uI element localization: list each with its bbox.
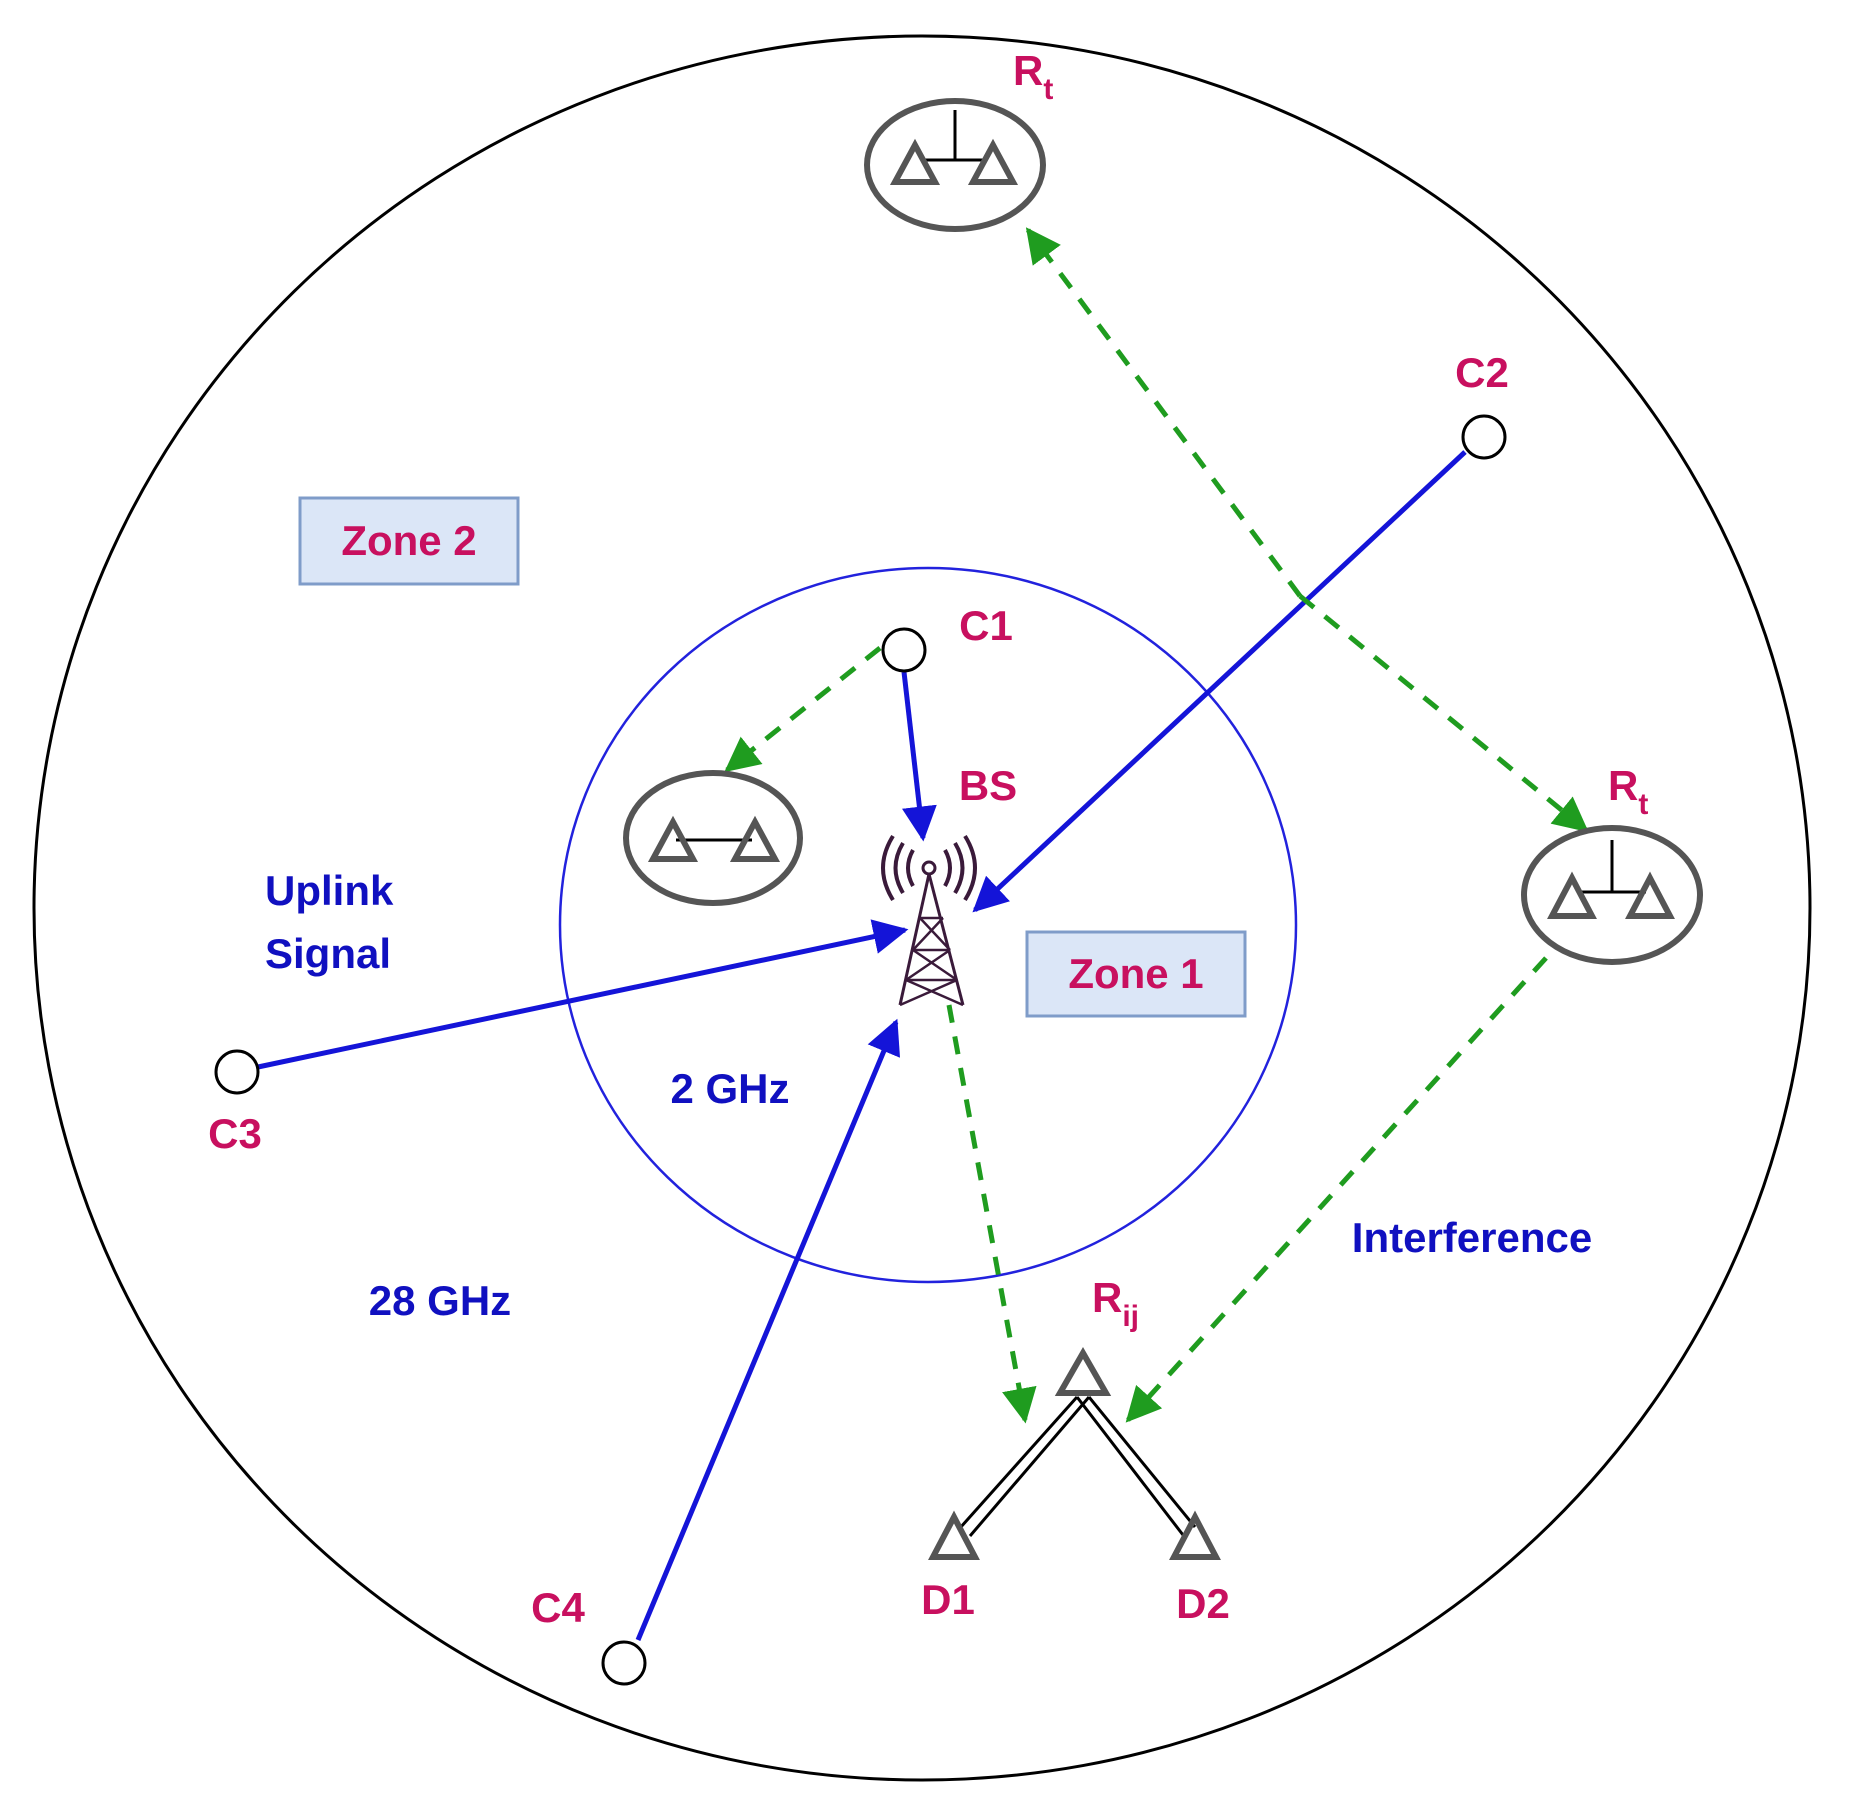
- relay-antenna-icon: [1521, 825, 1703, 965]
- inner-zone-boundary: [558, 566, 1298, 1284]
- freq-inner-label: 2 GHz: [670, 1065, 789, 1112]
- uplink-label-line2: Signal: [265, 930, 391, 977]
- relay-top: [864, 98, 1046, 232]
- uplink-label-line1: Uplink: [265, 867, 394, 914]
- freq-outer-label: 28 GHz: [369, 1277, 511, 1324]
- relay-right: [1521, 825, 1703, 965]
- d1-label: D1: [921, 1576, 975, 1623]
- rij-label: Rij: [1092, 1274, 1139, 1333]
- c2-label: C2: [1455, 349, 1509, 396]
- relay-top-label: Rt: [1013, 47, 1053, 106]
- interference-label: Interference: [1352, 1214, 1592, 1261]
- user-node-c4: [601, 1640, 647, 1686]
- user-node-c1: [881, 627, 927, 673]
- c3-label: C3: [208, 1110, 262, 1157]
- interference-relay-to-relay-top: [1025, 227, 1303, 598]
- uplink-c1-bs: [901, 671, 937, 842]
- d2d-antenna-icon: [928, 1346, 1221, 1560]
- zone1-label: Zone 1: [1068, 950, 1203, 997]
- zone2-box: Zone 2: [298, 496, 520, 586]
- relay-left: [623, 770, 803, 906]
- interference-relay-right-to-rij: [1125, 956, 1548, 1423]
- interference-relay-to-relay-right: [1298, 594, 1589, 833]
- outer-cell-boundary: [32, 34, 1812, 1782]
- zone1-box: Zone 1: [1025, 930, 1247, 1018]
- d2-label: D2: [1176, 1580, 1230, 1627]
- relay-right-label: Rt: [1608, 762, 1648, 821]
- c1-label: C1: [959, 602, 1013, 649]
- c4-label: C4: [531, 1584, 585, 1631]
- uplink-c3-bs: [257, 919, 909, 1070]
- relay-antenna-icon: [623, 770, 803, 906]
- user-node-c3: [214, 1049, 260, 1095]
- user-node-c2: [1461, 414, 1507, 460]
- interference-bs-to-rij: [946, 1004, 1037, 1424]
- uplink-c4-bs: [635, 1018, 901, 1641]
- relay-antenna-icon: [864, 98, 1046, 232]
- zone2-label: Zone 2: [341, 517, 476, 564]
- bs-label: BS: [959, 762, 1017, 809]
- uplink-c2-bs: [972, 450, 1467, 913]
- cell-tower-icon: [881, 834, 977, 1007]
- interference-c1-to-relay: [724, 646, 882, 773]
